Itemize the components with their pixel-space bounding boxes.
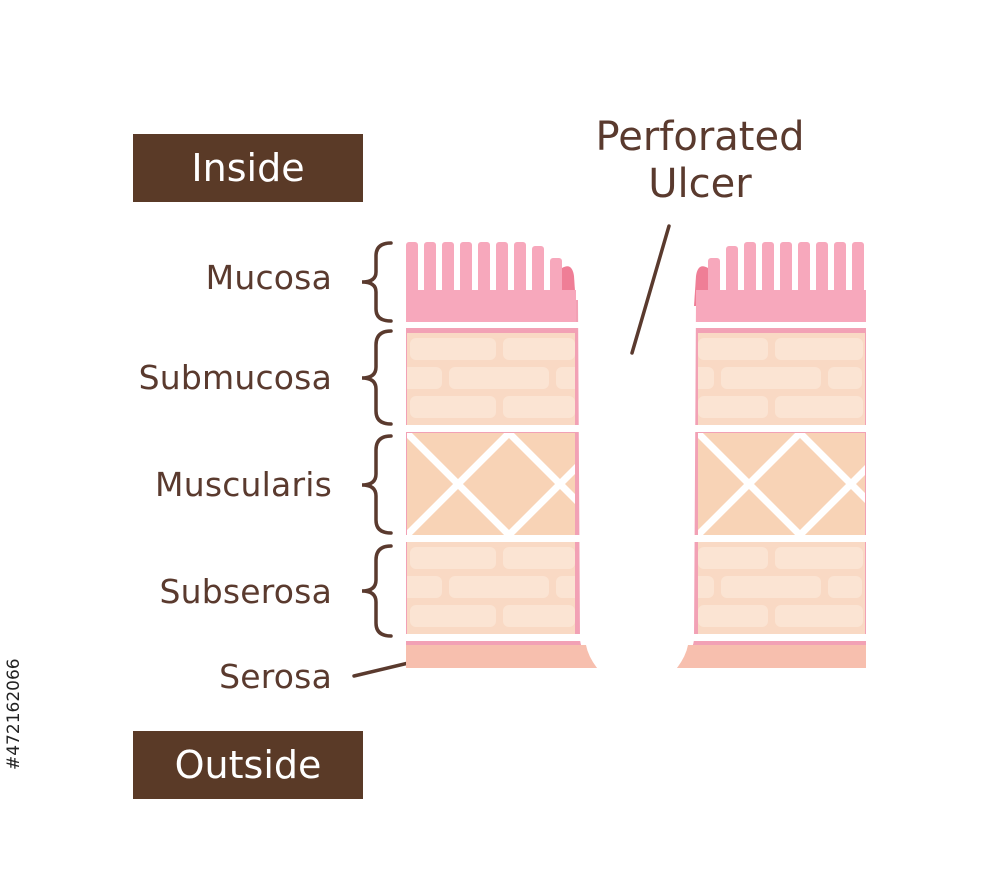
left-serosa	[406, 645, 597, 668]
right-mucosa-villi	[694, 242, 864, 306]
serosa-label: Serosa	[219, 657, 332, 696]
muscularis-label: Muscularis	[155, 465, 332, 504]
outside-label: Outside	[174, 743, 322, 787]
left-wall-segment	[406, 242, 597, 668]
subserosa-label: Subserosa	[159, 572, 332, 611]
submucosa-bracket	[361, 329, 393, 426]
inside-label-box: Inside	[133, 134, 363, 202]
muscularis-bracket	[361, 434, 393, 535]
subserosa-bracket	[361, 544, 393, 638]
layer-brackets	[361, 241, 393, 638]
mucosa-bracket	[361, 241, 393, 323]
ulcer-label-line2: Ulcer	[648, 161, 752, 207]
mucosa-label: Mucosa	[205, 258, 332, 297]
submucosa-label: Submucosa	[138, 358, 332, 397]
right-serosa	[677, 645, 866, 668]
perforated-ulcer-label: Perforated Ulcer	[540, 114, 860, 208]
ulcer-leader-line	[630, 224, 671, 355]
ulcer-label-line1: Perforated	[595, 114, 805, 160]
outside-label-box: Outside	[133, 731, 363, 799]
inside-label: Inside	[191, 146, 305, 190]
right-wall-segment	[677, 242, 866, 668]
